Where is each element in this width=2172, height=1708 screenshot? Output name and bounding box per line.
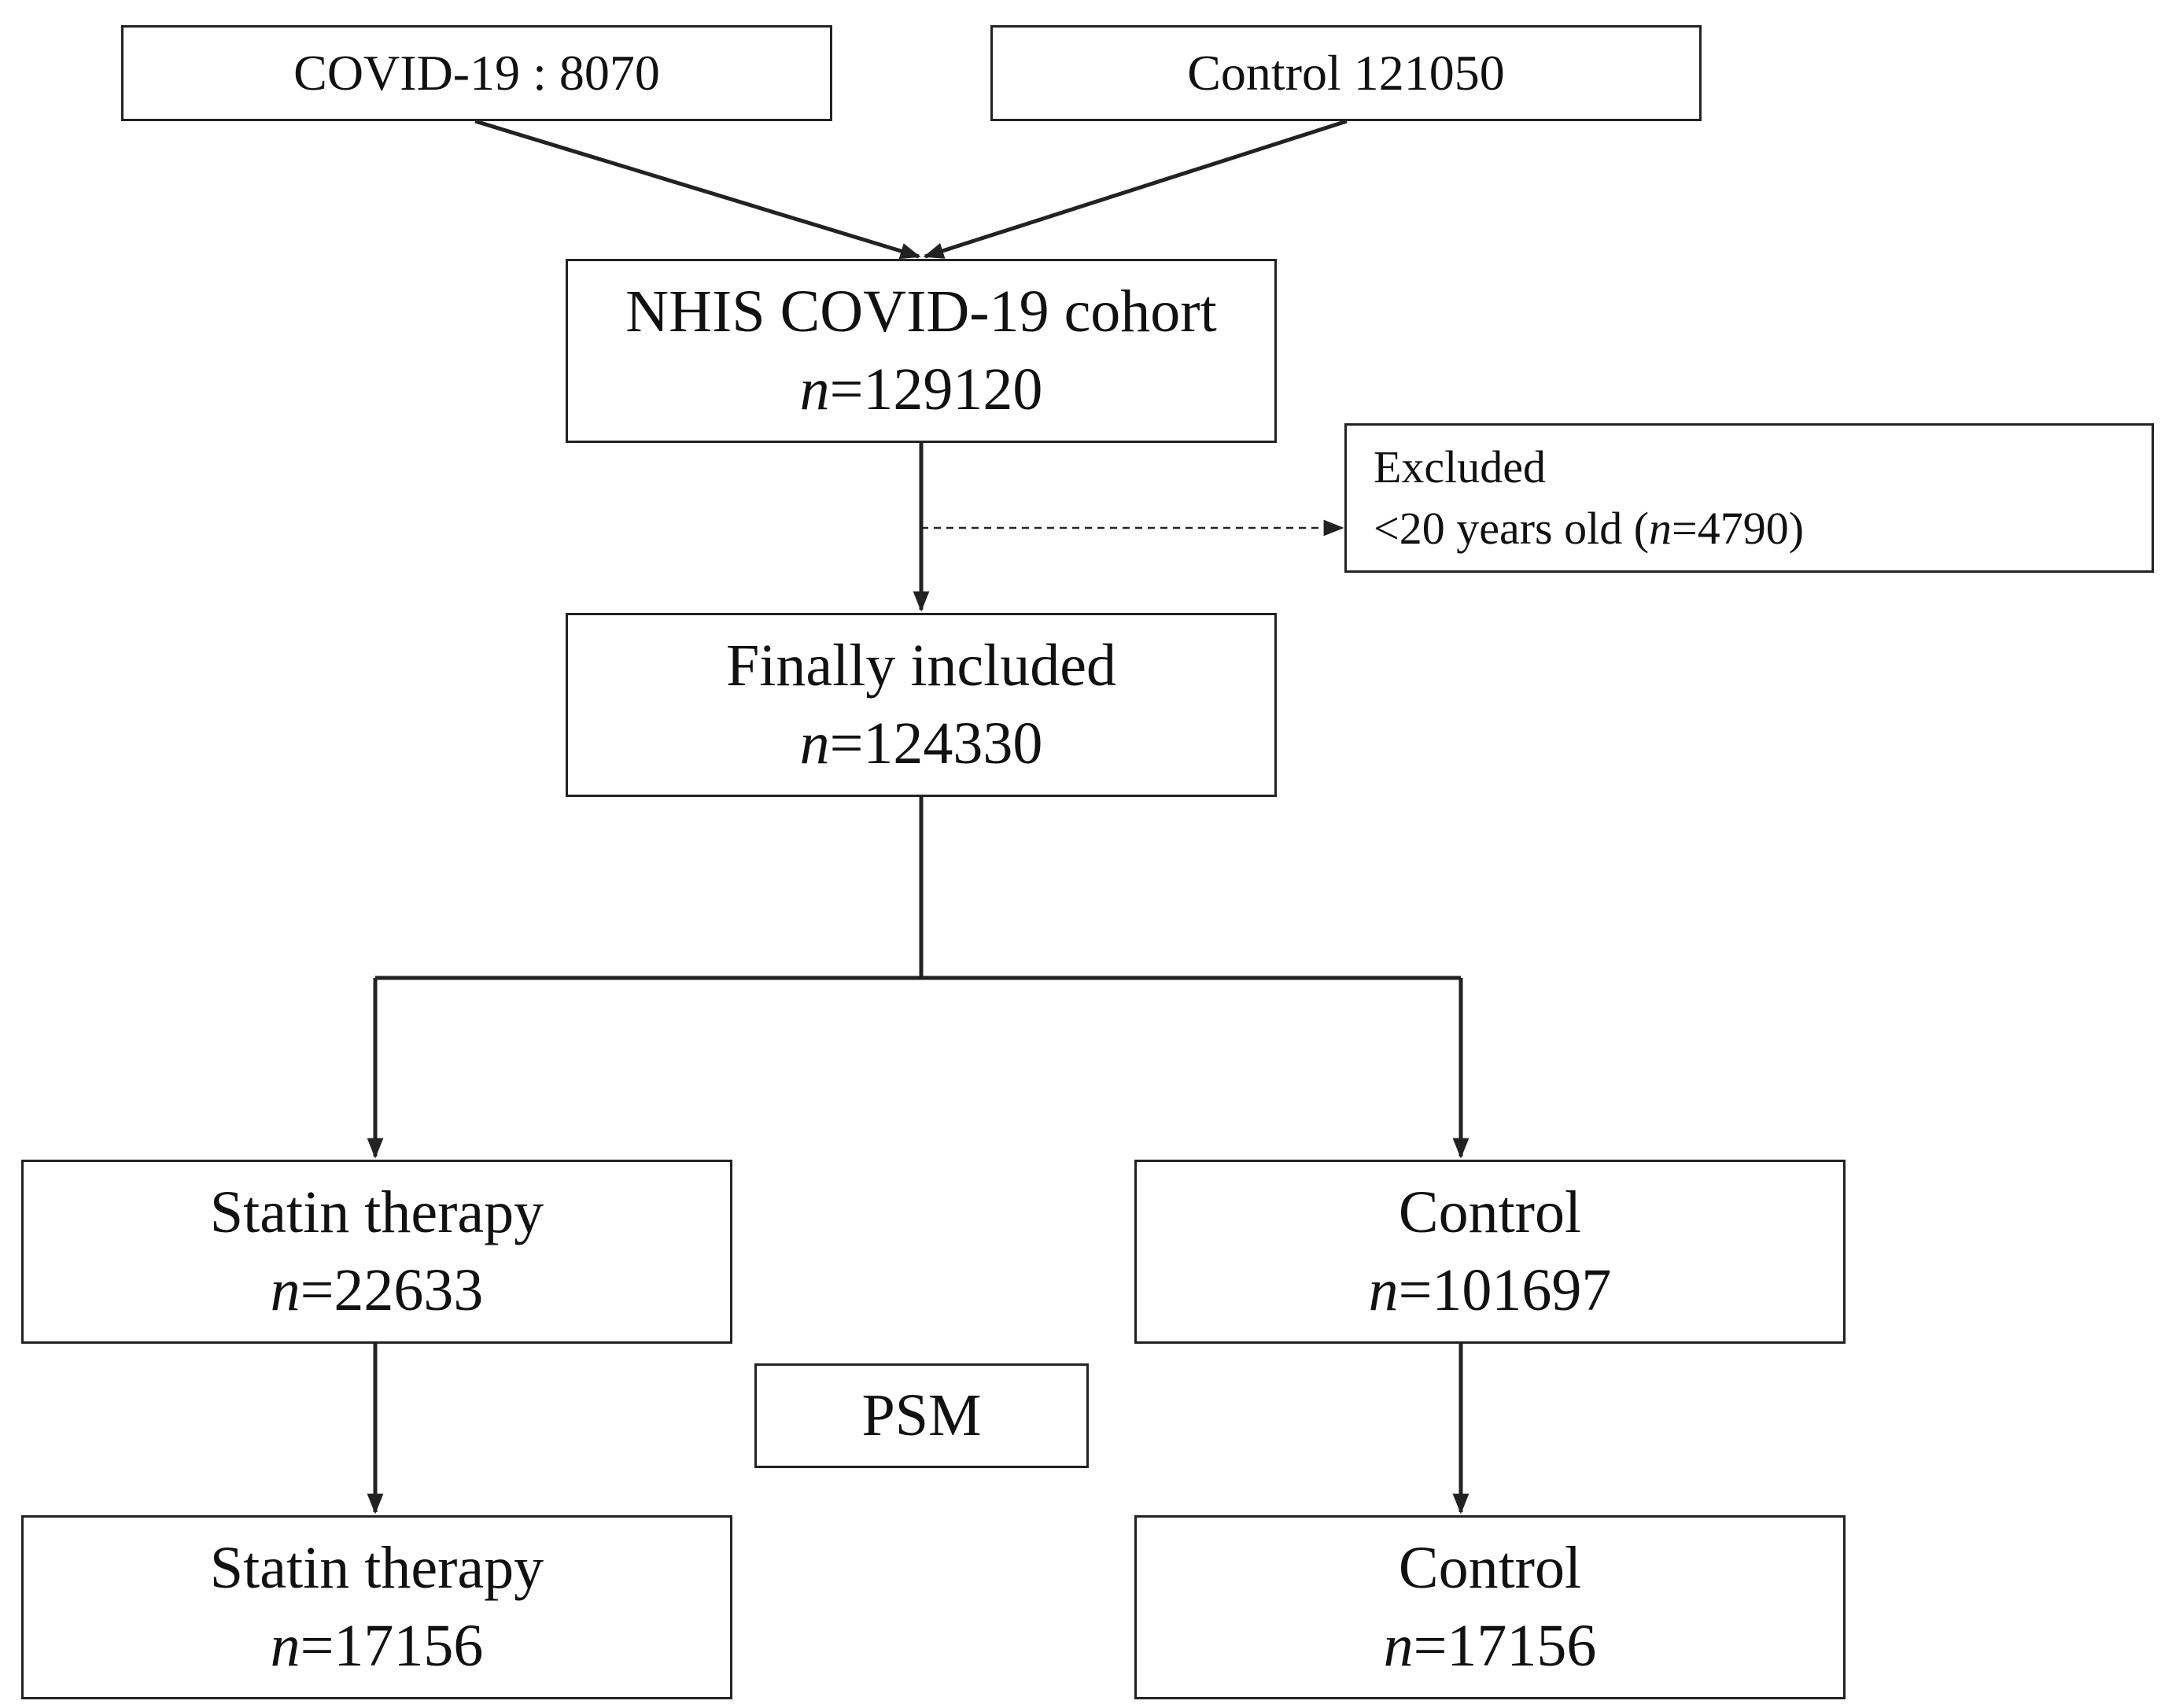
cohort-n-value: =129120 (829, 356, 1043, 422)
edge-finally-included-split (367, 797, 1470, 1159)
statin-before-n-label: n (270, 1257, 301, 1323)
control-before-count: n=101697 (1369, 1252, 1612, 1330)
cohort-count: n=129120 (800, 351, 1043, 429)
control-before-n-value: =101697 (1398, 1257, 1612, 1323)
cohort-box: NHIS COVID-19 cohort n=129120 (566, 259, 1277, 443)
statin-after-n-label: n (270, 1613, 301, 1679)
statin-before-title: Statin therapy (209, 1179, 544, 1246)
control-before-n-label: n (1368, 1257, 1399, 1323)
control-source-label: Control 121050 (1187, 45, 1505, 101)
covid19-source-label: COVID-19 : 8070 (293, 45, 660, 101)
psm-label: PSM (861, 1382, 982, 1449)
statin-after-box: Statin therapy n=17156 (21, 1515, 732, 1699)
statin-after-count: n=17156 (271, 1607, 484, 1685)
control-before-title: Control (1398, 1179, 1582, 1246)
excluded-n-label: n (1649, 503, 1672, 554)
finally-included-n-label: n (799, 710, 830, 777)
finally-included-count: n=124330 (800, 705, 1043, 783)
excluded-box: Excluded <20 years old (n=4790) (1344, 423, 2154, 573)
control-after-title: Control (1398, 1535, 1582, 1602)
edge-covid19-to-cohort (474, 119, 921, 260)
statin-before-n-value: =22633 (300, 1257, 484, 1323)
cohort-title: NHIS COVID-19 cohort (625, 279, 1217, 345)
statin-after-n-value: =17156 (300, 1613, 484, 1679)
finally-included-n-value: =124330 (829, 710, 1043, 777)
statin-before-box: Statin therapy n=22633 (21, 1160, 732, 1344)
control-before-box: Control n=101697 (1134, 1160, 1846, 1344)
excluded-criterion: <20 years old (n=4790) (1374, 498, 1804, 559)
finally-included-title: Finally included (725, 633, 1117, 699)
statin-before-count: n=22633 (271, 1252, 484, 1330)
control-after-box: Control n=17156 (1134, 1515, 1846, 1699)
control-after-n-value: =17156 (1413, 1613, 1597, 1679)
control-after-n-label: n (1383, 1613, 1414, 1679)
excluded-criterion-text: <20 years old ( (1374, 503, 1650, 554)
control-source-box: Control 121050 (990, 25, 1702, 121)
edge-control-source-to-cohort (923, 119, 1348, 259)
finally-included-box: Finally included n=124330 (566, 613, 1277, 797)
statin-after-title: Statin therapy (209, 1535, 544, 1602)
psm-box: PSM (754, 1363, 1089, 1468)
control-after-count: n=17156 (1384, 1607, 1597, 1685)
cohort-n-label: n (799, 356, 830, 422)
covid19-source-box: COVID-19 : 8070 (121, 25, 832, 121)
excluded-n-value: =4790) (1672, 503, 1805, 554)
excluded-title: Excluded (1374, 441, 1547, 492)
